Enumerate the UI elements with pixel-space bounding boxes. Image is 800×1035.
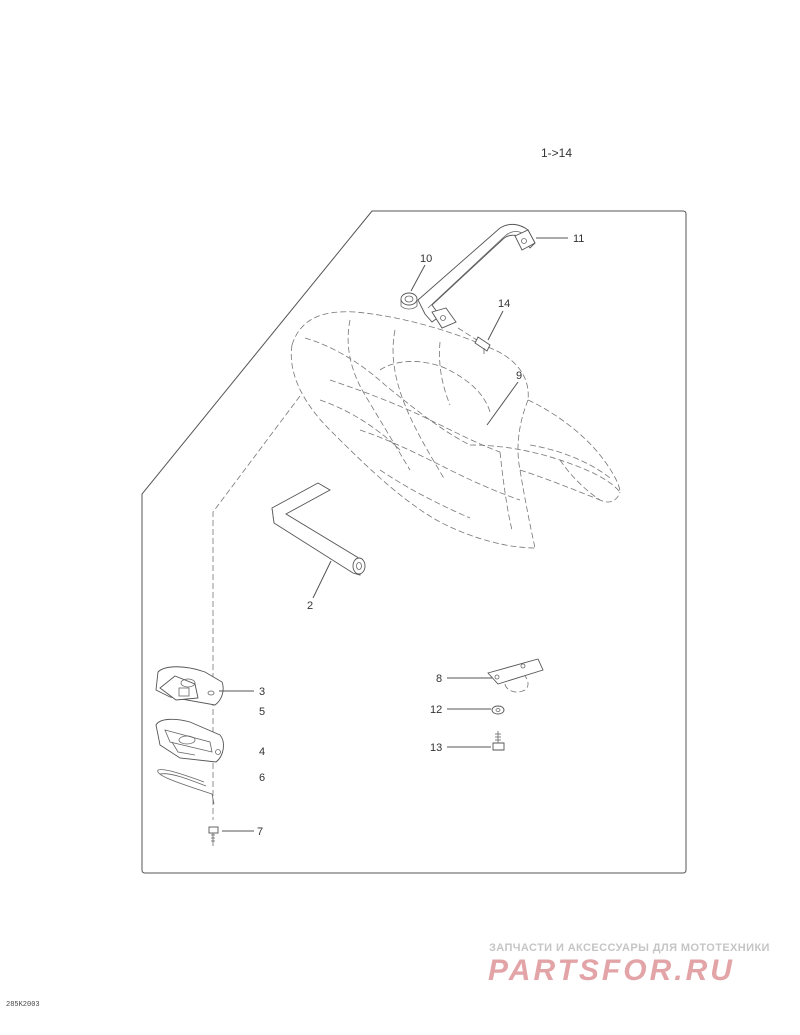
diagram-range-label: 1->14 [541, 146, 573, 160]
latch-housing-part-4[interactable] [155, 718, 224, 763]
bolt-part-7[interactable] [208, 826, 219, 846]
image-code-label: 285K2003 [6, 1001, 40, 1009]
seat-part-9[interactable] [290, 311, 621, 549]
callout-11: 11 [573, 233, 584, 245]
callout-12: 12 [430, 704, 442, 716]
assembly-link-line [212, 395, 301, 820]
callout-4: 4 [259, 746, 265, 758]
callout-6: 6 [259, 772, 265, 784]
watermark-brand-logo: PARTSFOR.RU [488, 954, 735, 987]
callout-7: 7 [257, 826, 263, 838]
screw-part-14[interactable] [457, 327, 491, 354]
diagram-frame [141, 210, 687, 874]
callout-14: 14 [498, 298, 510, 310]
leader-lines [219, 237, 568, 832]
bracket-part-8[interactable] [487, 658, 544, 693]
callout-8: 8 [436, 673, 442, 685]
washer-part-12[interactable] [491, 705, 505, 715]
callout-9: 9 [516, 370, 522, 382]
callout-13: 13 [430, 742, 442, 754]
nut-part-10[interactable] [400, 292, 418, 310]
grab-handle-part-11[interactable] [417, 223, 536, 329]
callout-5: 5 [259, 706, 265, 718]
callout-10: 10 [420, 253, 432, 265]
latch-plate-part-3[interactable] [155, 666, 224, 706]
bolt-part-13[interactable] [492, 731, 505, 751]
cable-part-6[interactable] [157, 769, 215, 805]
callout-2: 2 [307, 600, 313, 612]
watermark-caption: ЗАПЧАСТИ И АКСЕССУАРЫ ДЛЯ МОТОТЕХНИКИ [489, 942, 770, 954]
callout-3: 3 [259, 686, 265, 698]
seat-bar-part-2[interactable] [271, 482, 366, 576]
